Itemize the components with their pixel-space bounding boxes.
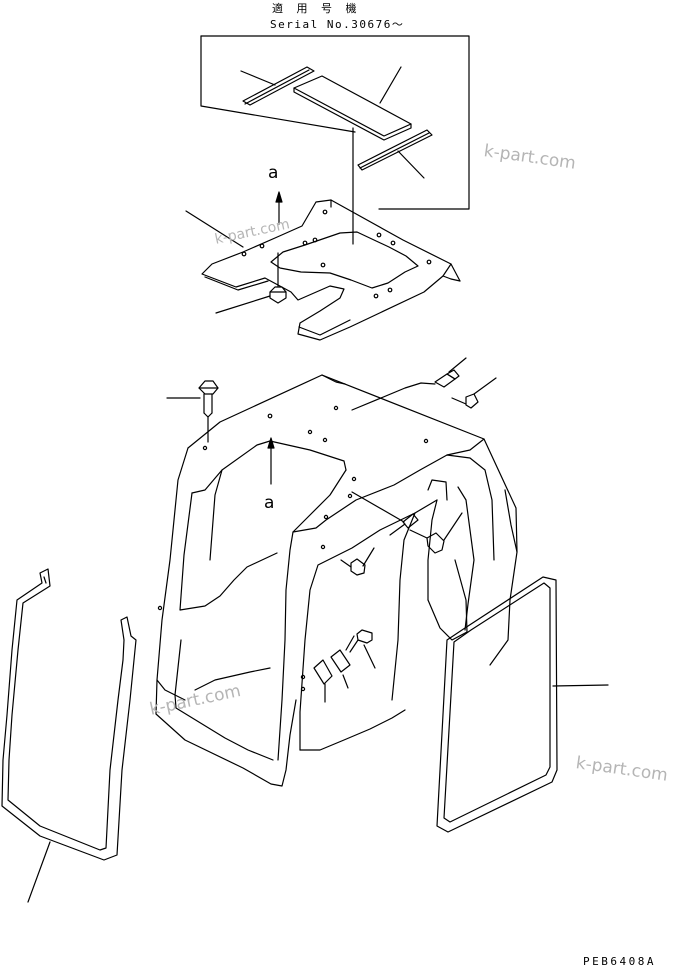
figure-number: PEB6408A [583, 955, 656, 968]
serial-inset-box [200, 35, 470, 210]
view-arrow-top [275, 191, 283, 225]
cab-latch [389, 513, 419, 536]
inset-trim-strip-right [357, 129, 433, 179]
screw-top-right [451, 377, 497, 409]
roof-nut [215, 252, 287, 314]
bracket-lower-right [330, 649, 351, 689]
bracket-lower-left [313, 659, 333, 703]
view-mark-top: a [268, 163, 279, 183]
bolt-mid [340, 547, 375, 576]
cab-body [155, 374, 518, 787]
window-seal-right [436, 576, 609, 833]
striker-bolt [409, 512, 463, 554]
bolt-lower [345, 629, 376, 669]
inner-leader [351, 491, 405, 523]
view-arrow-middle [267, 413, 275, 485]
door-seal-left [1, 568, 137, 903]
serial-number-label: Serial No.30676～ [270, 18, 405, 31]
inset-roof-panel [293, 66, 412, 141]
view-mark-middle: a [264, 493, 275, 513]
applicable-models-label: 適 用 号 機 [272, 2, 362, 15]
roof-frame [185, 199, 461, 341]
bracket-top-right [351, 357, 467, 411]
bolt-left [166, 380, 219, 443]
inset-trim-strip-left [240, 66, 315, 106]
